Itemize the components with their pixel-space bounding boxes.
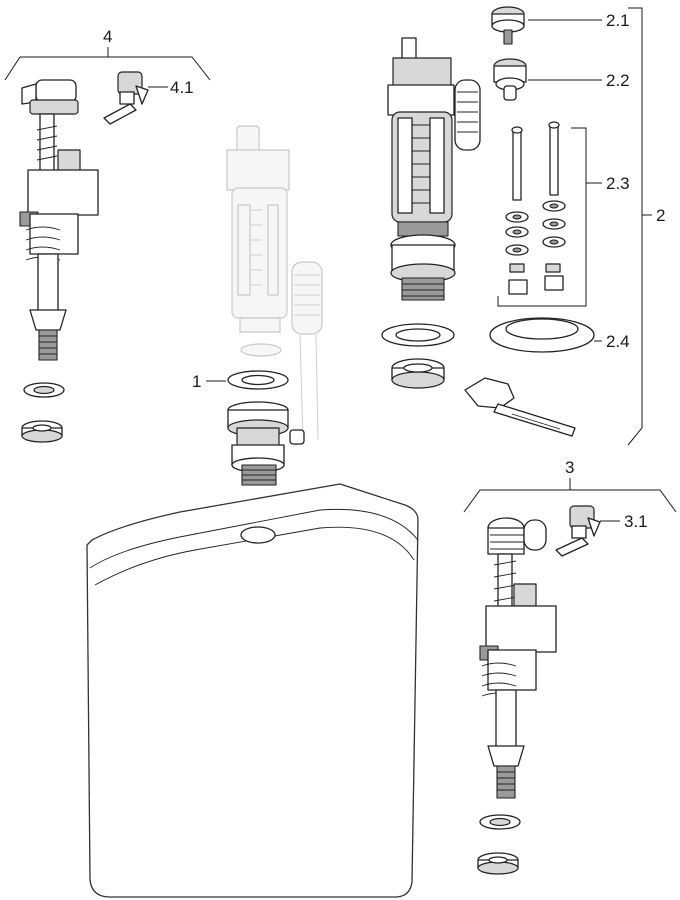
label-item-2-3: 2.3	[606, 174, 630, 193]
wrench-tool	[464, 377, 576, 437]
label-item-4-1: 4.1	[170, 78, 194, 97]
sealing-washer-item-2	[381, 323, 455, 347]
push-button-2-1	[491, 6, 525, 45]
label-item-3: 3	[565, 458, 574, 477]
cistern-tank	[86, 483, 419, 898]
label-item-2-1: 2.1	[606, 11, 630, 30]
label-item-2-2: 2.2	[606, 71, 630, 90]
label-item-4: 4	[103, 27, 112, 46]
locknut-item-3	[477, 852, 519, 875]
screw-set-2-3	[505, 121, 566, 295]
callout-lines	[4, 7, 677, 522]
label-item-1: 1	[192, 372, 201, 391]
washer-item-3	[479, 814, 521, 830]
sealing-washer-item-1	[227, 370, 289, 390]
float-arm-3-1	[555, 505, 601, 557]
dual-flush-valve	[387, 37, 481, 301]
label-item-3-1: 3.1	[624, 512, 648, 531]
float-arm-4-1	[103, 71, 149, 125]
flush-valve-ghost	[226, 125, 323, 446]
part-labels: 4 4.1 1 2.1 2.2 2.3 2.4 2 3 3.1	[103, 11, 665, 531]
fill-valve-item-3	[479, 517, 557, 799]
flush-valve-base-ring	[227, 401, 305, 486]
locknut-item-2	[391, 358, 445, 389]
washer-item-4	[23, 382, 65, 398]
seal-ring-2-4	[489, 317, 595, 353]
fill-valve-item-4	[19, 79, 99, 361]
label-item-2: 2	[656, 206, 665, 225]
push-button-2-2	[493, 58, 527, 101]
locknut-item-4	[21, 420, 63, 443]
label-item-2-4: 2.4	[606, 332, 630, 351]
